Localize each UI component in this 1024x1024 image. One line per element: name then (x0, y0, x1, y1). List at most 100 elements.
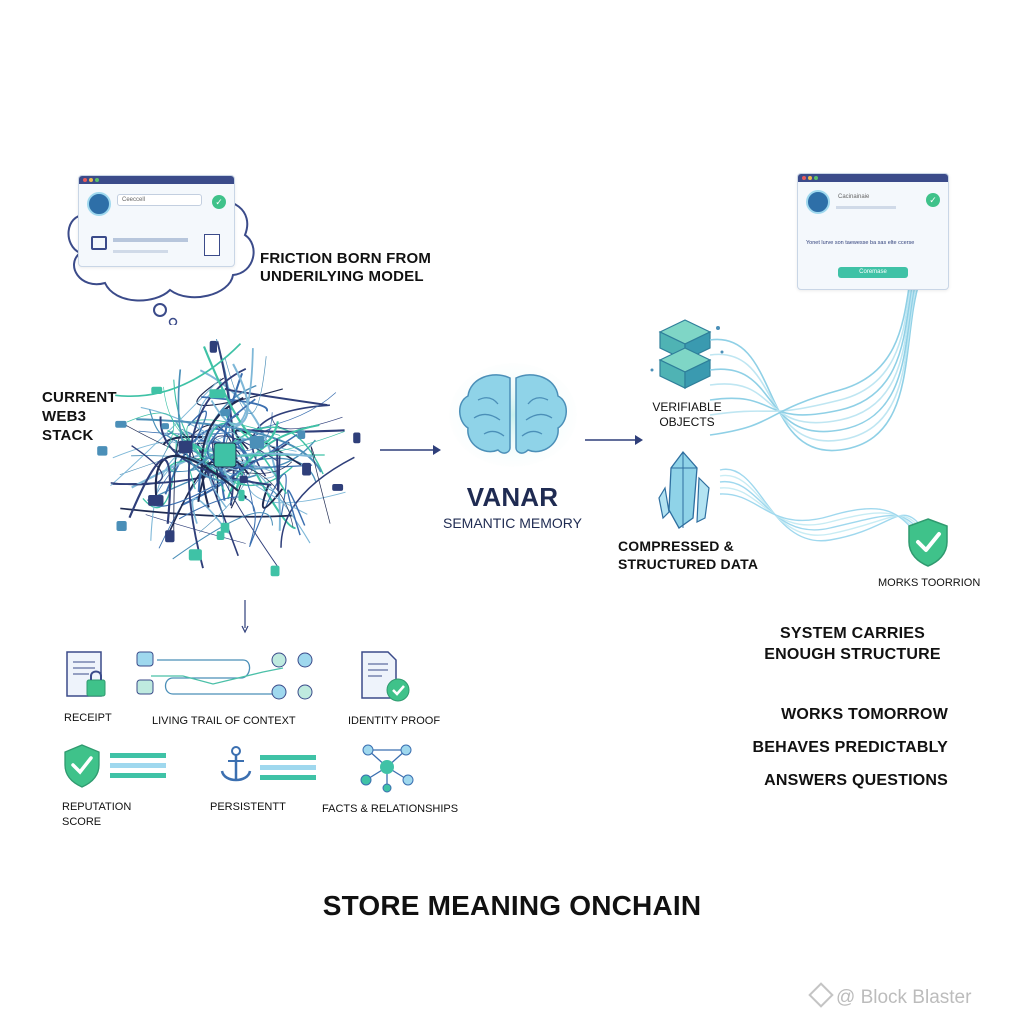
flow-line (719, 493, 921, 538)
tangle-wire (196, 377, 283, 407)
tangle-wire (120, 507, 293, 518)
vanar-block: VANAR SEMANTIC MEMORY (440, 482, 585, 531)
tangle-wire (177, 369, 257, 482)
tangle-chip (238, 489, 245, 502)
tangle-chip (165, 530, 175, 543)
tangle-chip (249, 435, 265, 449)
system-label: SYSTEM CARRIES ENOUGH STRUCTURE (764, 625, 941, 663)
tangle-wire (145, 514, 246, 544)
flow-line (709, 279, 921, 452)
tangle-wire (187, 410, 208, 443)
footer-title: STORE MEANING ONCHAIN (322, 890, 702, 921)
tangle-chip (97, 446, 108, 456)
tangle-chip (209, 340, 217, 353)
works-tomorrow-badge: MORKS TOORRION (878, 577, 981, 589)
tangle-wire (271, 416, 343, 430)
tangle-chip (148, 495, 164, 506)
tangle-chip (209, 389, 226, 399)
lock-icon (91, 236, 107, 250)
tangle-chip (239, 475, 248, 483)
tangle-wire (119, 432, 230, 476)
tangle-wire (178, 496, 256, 545)
friction-label: FRICTION BORN FROM UNDERILYING MODEL (260, 250, 432, 285)
benefit-item: WORKS TOMORROW (781, 706, 948, 723)
tangle-wire (287, 489, 306, 536)
crystal-icon (658, 450, 710, 529)
flow-line (719, 474, 921, 536)
tangle-wire (248, 473, 287, 548)
verifiable-label: VERIFIABLE OBJECTS (652, 400, 722, 429)
flow-line (709, 261, 921, 424)
watermark: @ Block Blaster (808, 982, 971, 1009)
arrow-to-vanar (380, 445, 441, 455)
vanar-subtitle: SEMANTIC MEMORY (443, 515, 582, 531)
cube-stack-icon (650, 319, 724, 389)
reputation-label: REPUTATION SCORE (62, 801, 132, 828)
tangle-wire (280, 456, 355, 548)
tangle-wire (210, 348, 254, 426)
flow-line (709, 249, 921, 416)
avatar (87, 192, 111, 216)
flow-line (709, 255, 921, 416)
tangle-chip (332, 484, 344, 491)
tangle-wire (276, 438, 281, 492)
tangled-web3-stack (97, 338, 361, 577)
arrow-to-objects (585, 435, 643, 445)
context-trail-icon (136, 651, 313, 700)
benefit-item: BEHAVES PREDICTABLY (752, 739, 948, 756)
tangle-chip (353, 432, 361, 444)
left-window-field[interactable]: Ceeccell (117, 194, 202, 206)
tangle-wire (123, 423, 293, 474)
trail-label: LIVING TRAIL OF CONTEXT (152, 715, 296, 727)
tangle-wire (211, 435, 279, 568)
tangle-wire (110, 445, 163, 486)
right-window-button[interactable]: Coremase (838, 267, 908, 278)
shield-check-icon (908, 518, 948, 567)
tangle-wire (167, 461, 219, 535)
flow-line (719, 487, 921, 535)
persistent-label: PERSISTENTT (210, 801, 286, 813)
tangle-wire (232, 363, 249, 429)
tangle-wire (187, 367, 247, 569)
tangle-wire (191, 497, 230, 534)
receipt-label: RECEIPT (64, 712, 112, 724)
tangle-chip (302, 462, 311, 476)
benefit-item: ANSWERS QUESTIONS (764, 772, 948, 789)
tangle-chip (297, 430, 306, 439)
benefits-list: WORKS TOMORROW BEHAVES PREDICTABLY ANSWE… (730, 698, 948, 797)
tangle-chip (161, 423, 169, 430)
left-app-window: Ceeccell ✓ (78, 175, 235, 267)
tangle-wire (154, 454, 248, 504)
vanar-title: VANAR (466, 482, 559, 512)
tangle-wire (216, 341, 235, 506)
anchor-icon (220, 746, 316, 782)
receipt-icon (66, 651, 106, 697)
identity-label: IDENTITY PROOF (348, 715, 441, 727)
tangle-chip (151, 386, 163, 394)
compressed-label: COMPRESSED & STRUCTURED DATA (618, 538, 759, 572)
tangle-wire (229, 424, 297, 452)
tangle-wire (128, 458, 172, 524)
tangle-wire (181, 412, 273, 452)
facts-label: FACTS & RELATIONSHIPS (322, 803, 459, 815)
tangle-wire (202, 346, 279, 444)
tangle-wire (224, 387, 328, 407)
right-app-window: Cacinainaie ✓ Yonet lurve son taewesse b… (797, 173, 949, 290)
tangle-wire (126, 412, 175, 450)
diamond-logo-icon (808, 982, 834, 1008)
check-icon: ✓ (926, 193, 940, 207)
tangle-chip (115, 420, 127, 428)
tangle-chip (178, 440, 193, 454)
tangle-chip (270, 565, 280, 577)
tangle-chip (220, 522, 230, 533)
reputation-shield-icon (64, 744, 166, 788)
flow-lines (709, 243, 921, 542)
avatar (806, 190, 830, 214)
tangle-wire (310, 446, 331, 524)
current-stack-label: CURRENT WEB3 STACK (42, 389, 117, 444)
tangle-wire (149, 409, 174, 436)
tangle-wire (246, 443, 346, 504)
right-window-field[interactable]: Cacinainaie (838, 194, 870, 200)
tangle-chip (220, 409, 230, 417)
right-window-message: Yonet lurve son taewesse ba sas elte cce… (806, 240, 915, 246)
